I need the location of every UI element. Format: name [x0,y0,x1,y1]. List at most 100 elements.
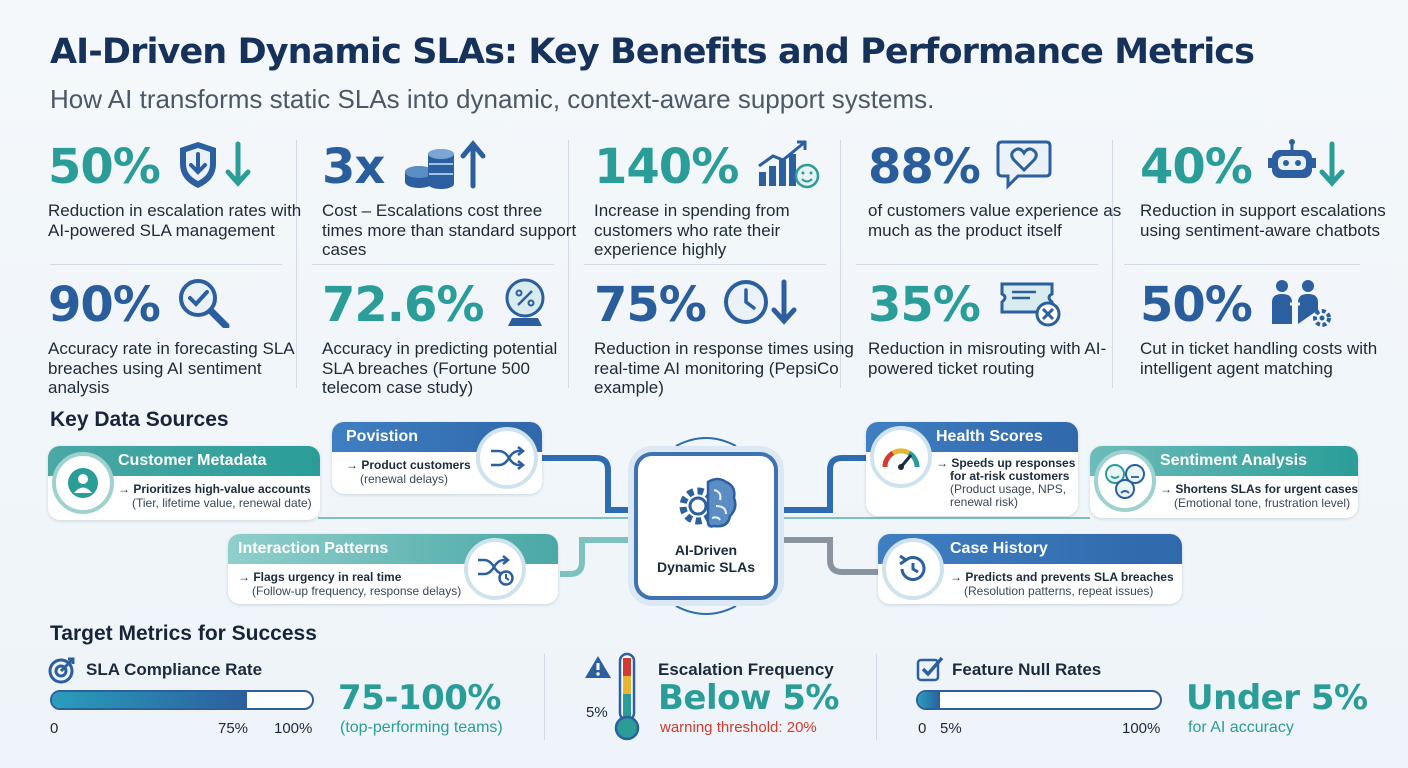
card-title: Health Scores [936,428,1043,445]
feature-tick-mid: 5% [940,720,962,737]
shuffle-clock-icon [464,538,526,600]
card-line: (Tier, lifetime value, renewal date) [132,496,312,510]
stat-escalation-reduction: 50% Reduction in escalation rates with A… [48,138,308,240]
card-line: (renewal delays) [360,472,449,486]
section-heading-data-sources: Key Data Sources [50,408,229,431]
card-line: renewal risk) [950,495,1019,509]
stat-value: 50% [1140,276,1253,333]
stat-description: Cost – Escalations cost three times more… [322,201,577,259]
card-line: → Shortens SLAs for urgent cases [1160,482,1359,496]
divider [544,654,545,740]
stat-description: Accuracy rate in forecasting SLA breache… [48,339,294,397]
stat-description: Accuracy in predicting potential SLA bre… [322,339,558,397]
ticket-x-icon [996,276,1066,333]
stat-escalation-cost: 3x Cost – Escalations cost three times m… [322,138,582,260]
sla-target-value: 75-100% [338,678,501,718]
card-line: (Resolution patterns, repeat issues) [964,584,1154,598]
card-sentiment-analysis: Sentiment Analysis → Shortens SLAs for u… [1090,446,1358,518]
card-line: → Product customers [346,458,471,472]
stat-description: of customers value experience as much as… [868,201,1122,240]
divider [840,140,841,388]
divider [1124,264,1360,265]
agent-match-icon [1268,276,1334,333]
divider [296,140,297,388]
crystal-ball-icon [500,276,550,333]
card-case-history: Case History → Predicts and prevents SLA… [878,534,1182,604]
feature-tick-min: 0 [918,720,927,737]
coins-up-icon [401,138,487,195]
card-title: Sentiment Analysis [1160,452,1308,469]
section-heading-target-metrics: Target Metrics for Success [50,622,317,645]
target-icon [48,656,76,689]
stat-customer-experience: 88% of customers value experience as muc… [868,138,1128,240]
magnifier-check-icon [176,276,232,333]
feature-tick-max: 100% [1122,720,1161,737]
stat-description: Reduction in support escalations using s… [1140,201,1386,240]
stat-value: 90% [48,276,161,333]
escalation-warning-note: warning threshold: 20% [660,719,817,736]
escalation-target-value: Below 5% [658,678,839,718]
card-health-scores: Health Scores → Speeds up responses for … [866,422,1078,516]
feature-target-note: for AI accuracy [1188,719,1294,736]
divider [312,264,554,265]
stat-value: 3x [322,138,385,195]
divider [50,264,282,265]
stat-chatbot-escalations: 40% Reduction in support escalations usi… [1140,138,1400,240]
card-line: (Follow-up frequency, response delays) [252,584,462,598]
stat-description: Reduction in response times using real-t… [594,339,854,397]
stat-value: 40% [1140,138,1253,195]
growth-chart-icon [755,138,821,195]
feature-target-value: Under 5% [1186,678,1368,718]
card-customer-metadata: Customer Metadata → Prioritizes high-val… [48,446,320,520]
stat-breach-prediction: 72.6% Accuracy in predicting potential S… [322,276,582,398]
shield-down-icon [176,138,256,195]
metric-title-escalation: Escalation Frequency [658,660,834,679]
divider [876,654,877,740]
card-title: Interaction Patterns [238,540,389,557]
page-title: AI-Driven Dynamic SLAs: Key Benefits and… [50,32,1255,72]
clock-down-icon [722,276,802,333]
card-line: → Speeds up responses [936,456,1076,470]
card-title: Case History [950,540,1048,557]
divider [568,140,569,388]
card-interaction-patterns: Interaction Patterns → Flags urgency in … [228,534,558,604]
hub-label: AI-Driven [674,542,738,558]
gauge-icon [870,426,932,488]
stat-description: Cut in ticket handling costs with intell… [1140,339,1378,378]
card-provision: Povistion → Product customers (renewal d… [332,422,542,494]
person-icon [52,452,114,514]
card-line: → Flags urgency in real time [238,570,402,584]
divider [856,264,1098,265]
card-line: (Product usage, NPS, [950,482,1067,496]
card-line: → Prioritizes high-value accounts [118,482,311,496]
stat-handling-cost: 50% Cut in ticket handling costs with in… [1140,276,1400,378]
escalation-marker: 5% [586,704,608,721]
heart-chat-icon [996,138,1052,195]
divider [1112,140,1113,388]
robot-down-icon [1268,138,1348,195]
stat-value: 35% [868,276,981,333]
stat-value: 50% [48,138,161,195]
card-title: Customer Metadata [118,452,267,469]
shuffle-icon [476,427,538,489]
hub-ai-dynamic-slas: AI-Driven Dynamic SLAs [634,452,778,600]
card-line: (Emotional tone, frustration level) [1174,496,1351,510]
feature-progress-fill [918,692,940,708]
stat-description: Increase in spending from customers who … [594,201,790,259]
stat-misrouting: 35% Reduction in misrouting with AI-powe… [868,276,1128,378]
thermometer-icon [612,652,642,747]
sla-tick-min: 0 [50,720,59,737]
sla-progress-fill [52,692,247,708]
metric-title-feature: Feature Null Rates [952,660,1102,679]
emotion-faces-icon [1094,450,1156,512]
warning-icon [584,654,612,685]
sla-target-note: (top-performing teams) [340,719,503,736]
card-line: for at-risk customers [950,469,1070,483]
sla-tick-max: 100% [274,720,313,737]
card-line: → Predicts and prevents SLA breaches [950,570,1174,584]
divider [584,264,826,265]
metric-title-sla: SLA Compliance Rate [86,660,263,679]
hub-label: Dynamic SLAs [656,559,756,575]
stat-value: 140% [594,138,739,195]
